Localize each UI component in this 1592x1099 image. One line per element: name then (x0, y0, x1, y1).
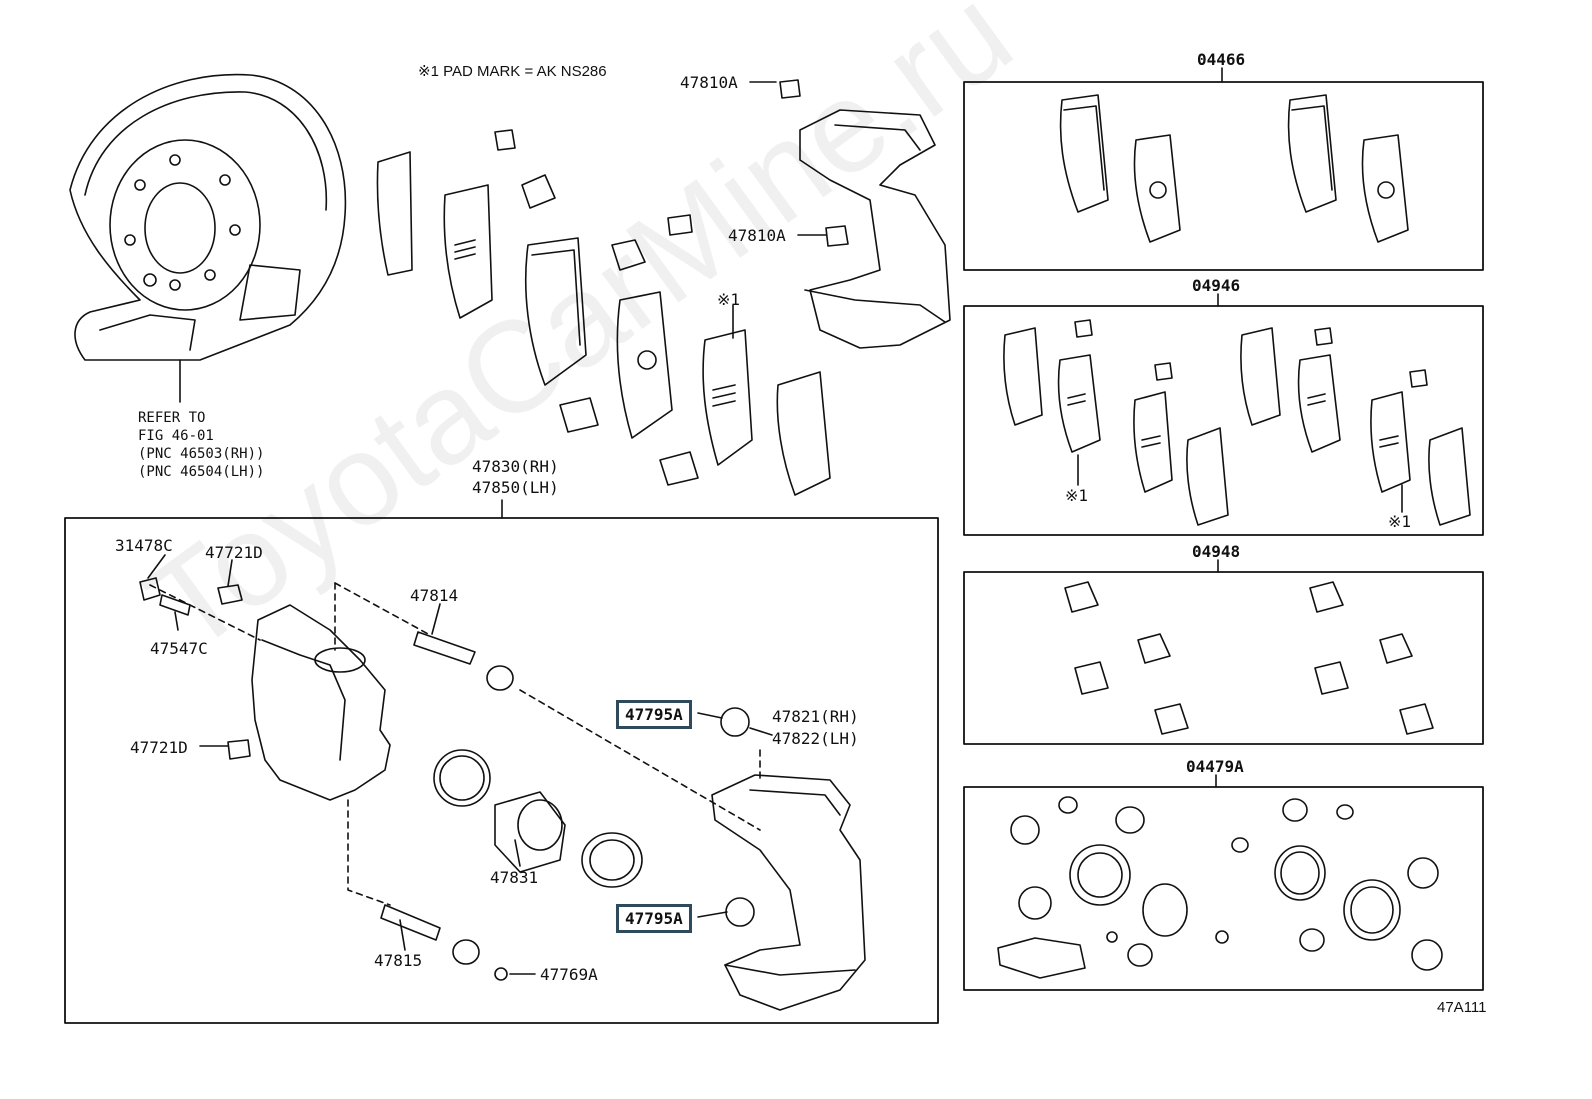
mounting-bracket-top-drawing (779, 79, 951, 349)
pad-mark-note: ※1 PAD MARK = AK NS286 (418, 63, 607, 80)
kit-04466-drawing (1059, 94, 1409, 243)
part-label-47822[interactable]: 47822(LH) (772, 729, 859, 748)
part-label-47810A-mid[interactable]: 47810A (728, 226, 786, 245)
top-shims-drawing (376, 129, 831, 496)
pad-mark-symbol-a: ※1 (1065, 486, 1089, 505)
kit-label-04479A[interactable]: 04479A (1186, 757, 1244, 776)
figure-code: 47A111 (1437, 999, 1487, 1016)
pad-mark-symbol-top: ※1 (717, 290, 741, 309)
part-label-47769A[interactable]: 47769A (540, 965, 598, 984)
part-label-47795A-top[interactable]: 47795A (616, 700, 692, 729)
kit-box-04479A (963, 786, 1484, 991)
kit-label-04466[interactable]: 04466 (1197, 50, 1246, 69)
refer-line-3: (PNC 46503(RH)) (138, 446, 265, 462)
kit-04948-drawing (1064, 581, 1434, 735)
part-label-47721D-left[interactable]: 47721D (130, 738, 188, 757)
pad-mark-symbol-b: ※1 (1388, 512, 1412, 531)
part-label-31478C[interactable]: 31478C (115, 536, 173, 555)
caliper-assembly-drawing (139, 577, 866, 1011)
part-label-47721D-top[interactable]: 47721D (205, 543, 263, 562)
leader-lines (147, 67, 1223, 975)
part-label-47850[interactable]: 47850(LH) (472, 478, 559, 497)
part-label-47830[interactable]: 47830(RH) (472, 457, 559, 476)
refer-line-1: REFER TO (138, 410, 206, 426)
kit-label-04946[interactable]: 04946 (1192, 276, 1241, 295)
dust-shield-drawing (69, 73, 347, 403)
kit-box-04946 (963, 305, 1484, 536)
part-label-47810A-top[interactable]: 47810A (680, 73, 738, 92)
kit-box-04466 (963, 81, 1484, 271)
kit-04479A-drawing (997, 796, 1443, 979)
part-label-47815[interactable]: 47815 (374, 951, 423, 970)
kit-label-04948[interactable]: 04948 (1192, 542, 1241, 561)
part-label-47814[interactable]: 47814 (410, 586, 459, 605)
kit-04946-drawing (1003, 319, 1471, 526)
part-label-47821[interactable]: 47821(RH) (772, 707, 859, 726)
part-label-47831[interactable]: 47831 (490, 868, 539, 887)
refer-line-2: FIG 46-01 (138, 428, 214, 444)
part-label-47795A-bottom[interactable]: 47795A (616, 904, 692, 933)
kit-box-04948 (963, 571, 1484, 745)
part-label-47547C[interactable]: 47547C (150, 639, 208, 658)
refer-line-4: (PNC 46504(LH)) (138, 464, 265, 480)
